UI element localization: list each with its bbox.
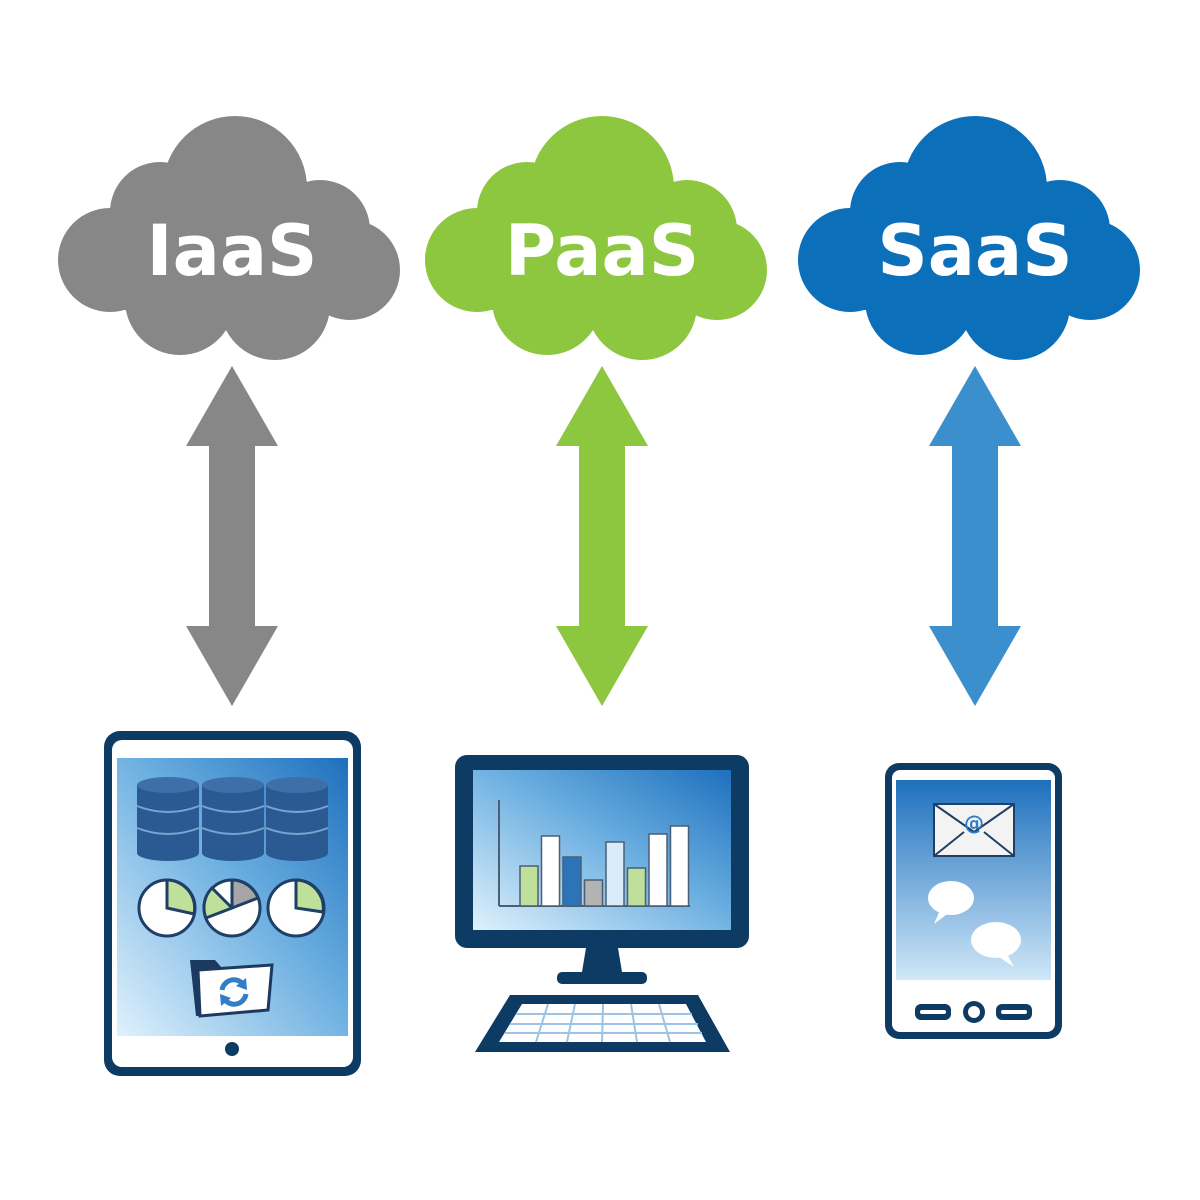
iaas-double-arrow-icon (186, 366, 278, 706)
database-icon (136, 777, 329, 861)
paas-cloud: PaaS (425, 116, 767, 360)
chart-bar (648, 833, 668, 907)
chart-bar (540, 835, 561, 907)
monitor-stand-base (557, 972, 647, 984)
email-at-symbol: @ (964, 811, 984, 835)
iaas-cloud-shape (58, 116, 400, 360)
chat-bubbles-icon (928, 881, 1021, 967)
saas-cloud-shape (798, 116, 1140, 360)
iaas-cloud: IaaS (58, 116, 400, 360)
chart-bar (562, 856, 582, 907)
paas-double-arrow-icon (556, 366, 648, 706)
iaas-label: IaaS (147, 210, 318, 292)
chart-bar (626, 867, 647, 907)
keyboard (475, 995, 730, 1052)
phone-button-bar (915, 1001, 1032, 1023)
monitor-neck (582, 948, 622, 972)
tablet-home-button (225, 1042, 239, 1056)
pie-chart-icon (137, 878, 326, 938)
chart-bar (605, 841, 625, 907)
email-envelope-icon: @ (933, 803, 1015, 857)
smartphone-device: @ (885, 763, 1062, 1039)
bar-chart-graphic (498, 800, 690, 907)
saas-cloud: SaaS (798, 116, 1140, 360)
folder-sync-icon (190, 960, 274, 1018)
saas-label: SaaS (877, 210, 1072, 292)
saas-double-arrow-icon (929, 366, 1021, 706)
chart-bar (519, 865, 539, 907)
tablet-device (104, 731, 361, 1076)
paas-label: PaaS (505, 210, 699, 292)
paas-cloud-shape (425, 116, 767, 360)
chart-bar (669, 825, 690, 907)
desktop-monitor-device (455, 755, 749, 1052)
chart-bar (583, 879, 604, 907)
